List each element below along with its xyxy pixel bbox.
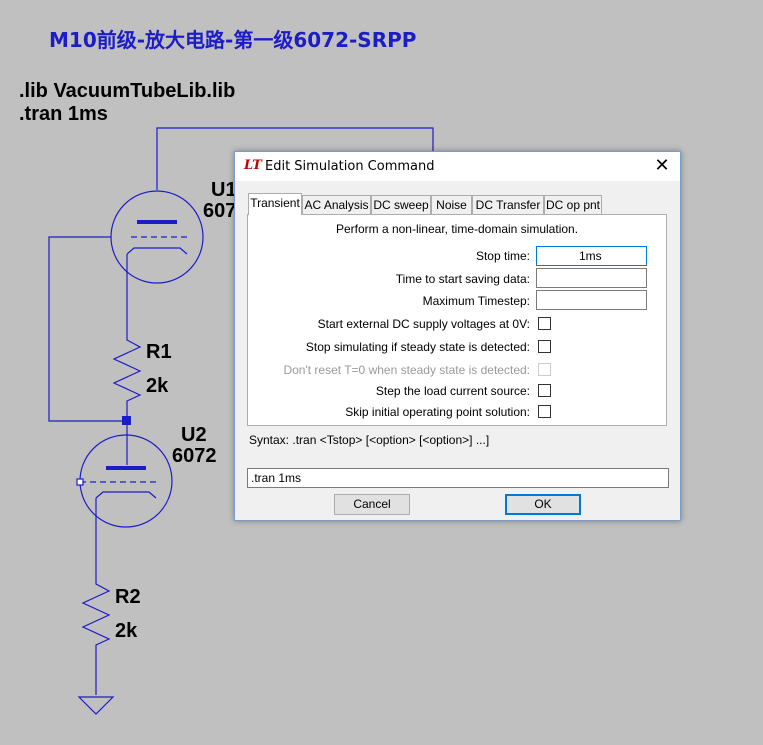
r2-value-label: 2k (115, 620, 138, 642)
cancel-button[interactable]: Cancel (334, 494, 410, 515)
skip-op-checkbox[interactable] (538, 405, 551, 418)
dont-reset-checkbox (538, 363, 551, 376)
ltspice-icon: LT (244, 158, 262, 173)
tab-ac-analysis[interactable]: AC Analysis (302, 195, 371, 214)
resistor-r1 (112, 335, 142, 421)
stop-time-label: Stop time: (475, 249, 530, 263)
tab-noise[interactable]: Noise (431, 195, 472, 214)
close-icon[interactable]: ✕ (654, 155, 670, 175)
stop-time-input[interactable]: 1ms (536, 246, 647, 266)
dialog-title: Edit Simulation Command (265, 159, 435, 174)
junction-dot (122, 416, 131, 425)
u2-ref-label: U2 (181, 424, 207, 446)
wire-u1-grid (48, 236, 127, 422)
max-timestep-input[interactable] (536, 290, 647, 310)
r1-ref-label: R1 (146, 341, 172, 363)
dialog-titlebar[interactable]: LT Edit Simulation Command ✕ (235, 152, 680, 181)
tab-dc-transfer[interactable]: DC Transfer (472, 195, 544, 214)
tab-transient[interactable]: Transient (248, 193, 302, 215)
tab-dc-op-pnt[interactable]: DC op pnt (544, 195, 602, 214)
tab-dc-sweep[interactable]: DC sweep (371, 195, 431, 214)
start-saving-label: Time to start saving data: (395, 272, 530, 286)
step-load-label: Step the load current source: (375, 384, 530, 398)
tube-u2-cathode (95, 491, 157, 499)
lib-directive[interactable]: .lib VacuumTubeLib.lib (19, 80, 236, 102)
wire-u1-plate (156, 127, 434, 190)
command-field[interactable]: .tran 1ms (247, 468, 669, 488)
ground-symbol (77, 696, 115, 715)
r1-value-label: 2k (146, 375, 169, 397)
max-timestep-label: Maximum Timestep: (422, 294, 530, 308)
u2-value-label: 6072 (172, 445, 217, 467)
transient-panel: Perform a non-linear, time-domain simula… (247, 214, 667, 426)
external-dc-checkbox[interactable] (538, 317, 551, 330)
tran-directive[interactable]: .tran 1ms (19, 103, 108, 125)
ok-button[interactable]: OK (505, 494, 581, 515)
schematic-title: M10前级-放大电路-第一级6072-SRPP (49, 28, 417, 52)
stop-steady-label: Stop simulating if steady state is detec… (305, 340, 530, 354)
u1-ref-label: U1 (211, 179, 237, 201)
r2-ref-label: R2 (115, 586, 141, 608)
panel-description: Perform a non-linear, time-domain simula… (335, 222, 579, 236)
tube-u2-envelope (79, 434, 173, 528)
step-load-checkbox[interactable] (538, 384, 551, 397)
tube-u1-cathode (126, 247, 188, 255)
skip-op-label: Skip initial operating point solution: (345, 405, 530, 419)
dont-reset-label: Don't reset T=0 when steady state is det… (283, 363, 530, 377)
syntax-text: Syntax: .tran <Tstop> [<option> [<option… (249, 433, 490, 447)
external-dc-label: Start external DC supply voltages at 0V: (317, 317, 530, 331)
stop-steady-checkbox[interactable] (538, 340, 551, 353)
start-saving-input[interactable] (536, 268, 647, 288)
edit-simulation-dialog: LT Edit Simulation Command ✕ Transient A… (234, 151, 681, 521)
resistor-r2 (81, 578, 111, 695)
